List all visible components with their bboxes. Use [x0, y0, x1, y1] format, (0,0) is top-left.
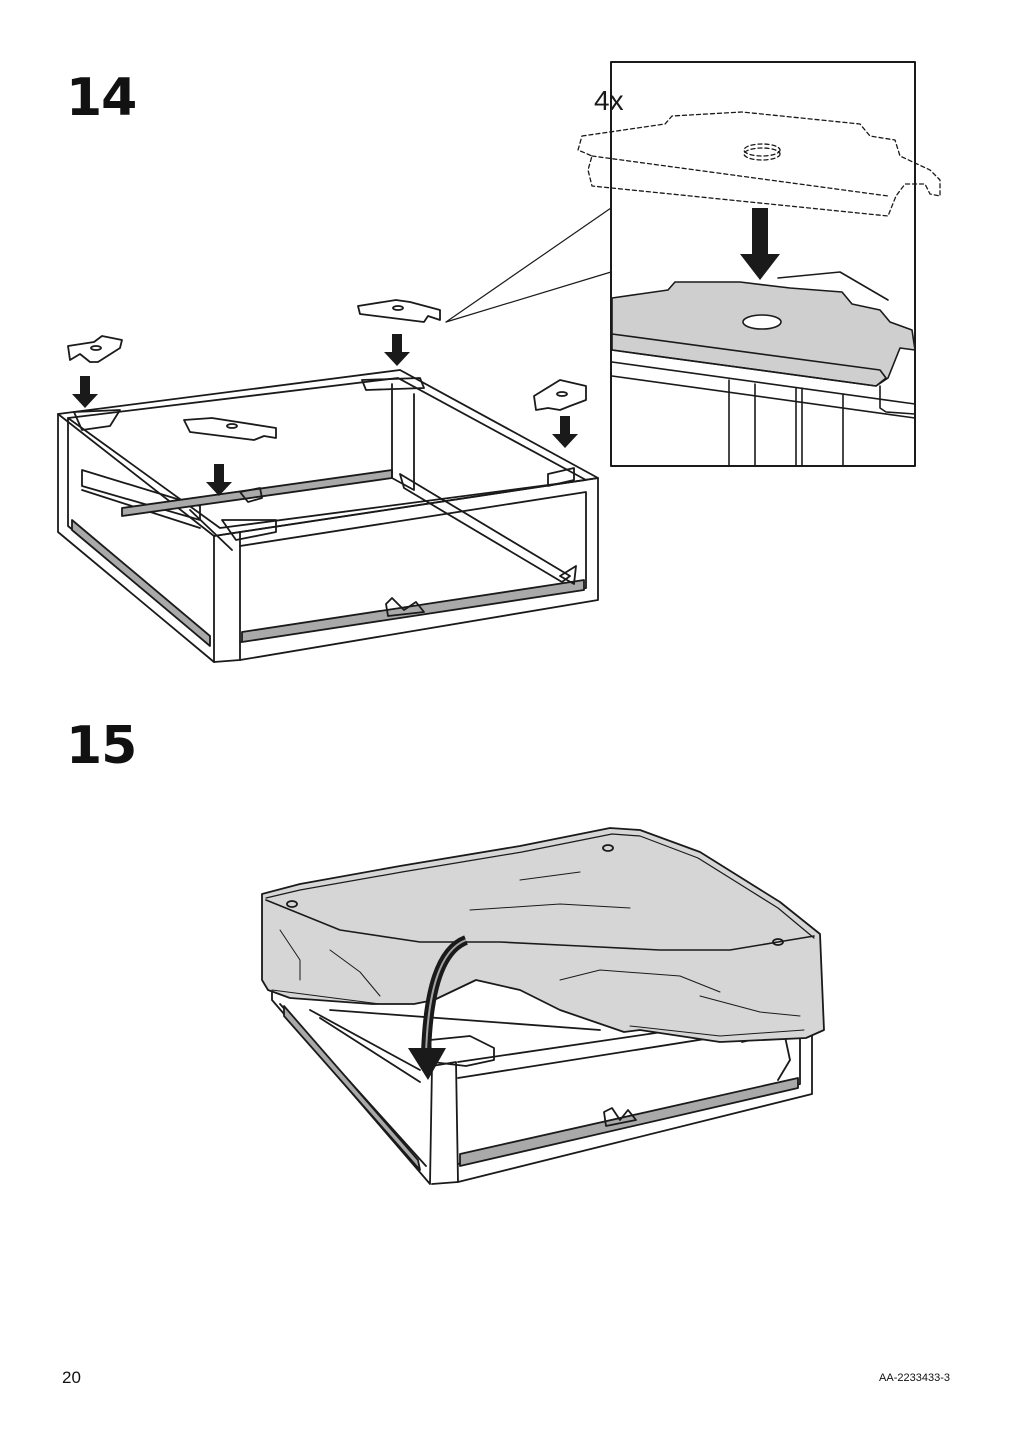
step-number-14: 14: [66, 68, 137, 128]
frame-step15: [271, 989, 813, 1185]
down-arrow-icon: [552, 416, 578, 448]
down-arrow-icon: [384, 334, 410, 366]
detail-callout: 4x: [445, 61, 941, 467]
quantity-label: 4x: [594, 85, 624, 116]
step-number-15: 15: [66, 716, 137, 776]
bracket-installed: [611, 271, 916, 467]
bracket-ghost: [577, 111, 941, 217]
cover-fabric: [261, 827, 825, 1043]
page-number: 20: [62, 1368, 81, 1387]
step-14-illustration: 4x: [57, 61, 941, 663]
down-arrow-icon: [740, 208, 780, 280]
frame-step14: [57, 369, 599, 663]
bracket-back-right: [357, 299, 441, 323]
down-arrow-icon: [206, 464, 232, 496]
bracket-center: [183, 417, 277, 441]
bracket-front-left: [67, 335, 123, 363]
document-code: AA-2233433-3: [879, 1372, 950, 1384]
bracket-right: [533, 379, 587, 411]
down-arrow-icon: [72, 376, 98, 408]
curved-arrow-icon: [408, 935, 469, 1080]
